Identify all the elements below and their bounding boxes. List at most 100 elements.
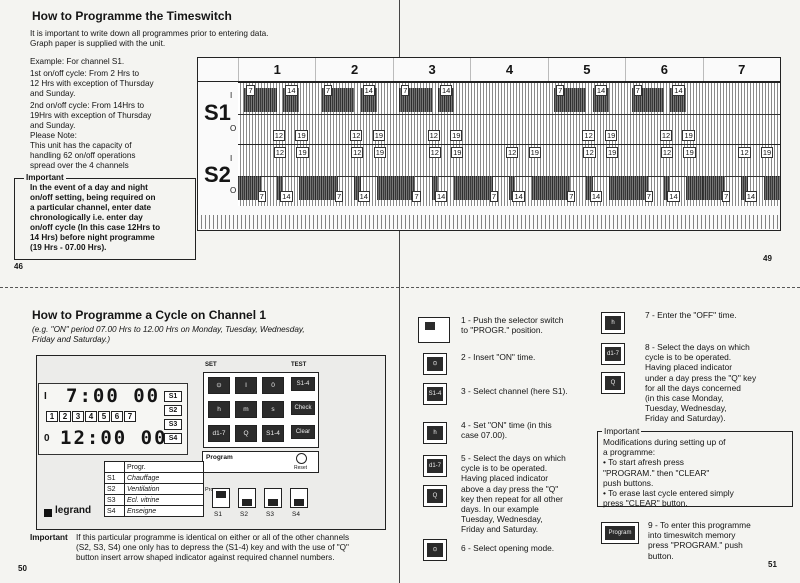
day-digits: 1 2 3 4 5 6 7 — [46, 411, 136, 422]
s1-off-mark: 19 — [605, 130, 618, 141]
step-1: 1 - Push the selector switch to "PROGR."… — [461, 315, 593, 335]
step-text: above a day press the "Q" — [461, 483, 559, 494]
selector-switch[interactable] — [264, 488, 282, 508]
schedule-block — [531, 176, 548, 200]
footnote-text: If this particular programme is identica… — [76, 533, 398, 563]
test-label: TEST — [291, 362, 307, 368]
off-time-display: 12:00 00 — [60, 427, 168, 449]
step-text: for all the days concerned — [645, 382, 741, 393]
important2-line: a programme: — [603, 447, 656, 458]
prog-channel: S2 — [104, 483, 125, 495]
s2-off-mark: 7 — [257, 191, 266, 202]
schedule-block — [238, 176, 261, 200]
example-text: Example: For channel S1. 1st on/off cycl… — [30, 57, 195, 171]
s2-on-mark: 12 — [273, 147, 287, 158]
step-text: Having placed indicator — [645, 362, 733, 373]
step-5: 5 - Select the days on which cycle is to… — [461, 453, 595, 535]
day-digit: 5 — [98, 411, 110, 422]
schedule-block — [315, 176, 338, 200]
schedule-block — [702, 176, 726, 200]
s2-on-mark: 19 — [606, 147, 619, 158]
prog-channel: S4 — [104, 505, 125, 517]
s2-on-mark: 12 — [660, 147, 674, 158]
channel-label: S1 — [204, 100, 231, 125]
step-text: Friday and Saturday. — [461, 524, 539, 535]
important-heading: Important — [24, 173, 66, 183]
schedule-block — [609, 176, 626, 200]
s2-off-mark: 14 — [280, 191, 293, 202]
section-divider — [0, 287, 800, 288]
reset-button[interactable] — [296, 453, 307, 464]
minute-key[interactable]: m — [235, 401, 257, 418]
switch-label: S1 — [214, 511, 222, 518]
important-line: In the event of a day and night — [30, 183, 148, 192]
selector-switch[interactable] — [238, 488, 256, 508]
schedule-block — [470, 176, 493, 200]
switch-label: S4 — [292, 511, 300, 518]
test-channel-key[interactable]: S1-4 — [291, 377, 315, 391]
schedule-block — [686, 176, 703, 200]
hour-key[interactable]: h — [208, 401, 230, 418]
s2-off-mark: 14 — [744, 191, 758, 202]
on-symbol: I — [44, 391, 47, 402]
clear-key[interactable]: Clear — [291, 425, 315, 439]
program-label: Program — [206, 454, 233, 461]
s1-off-mark: 12 — [272, 130, 286, 141]
channel-label: S2 — [204, 162, 231, 187]
important2-heading: Important — [602, 426, 642, 437]
s2-off-mark: 7 — [335, 191, 344, 202]
top-title: How to Programme the Timeswitch — [32, 9, 232, 23]
s1-on-mark: 14 — [440, 85, 453, 96]
page-number: 46 — [14, 262, 23, 271]
important-box-2 — [597, 431, 793, 507]
s2-off-mark: 14 — [589, 191, 603, 202]
selector-switch[interactable] — [212, 488, 230, 508]
step-text: - Set "ON" time (in this — [468, 420, 552, 430]
on-key[interactable]: I — [235, 377, 257, 394]
day-label: 1 — [238, 58, 315, 81]
s2-on-mark: 19 — [760, 147, 774, 158]
schedule-block — [431, 176, 438, 200]
day-key-icon: d1-7 — [423, 455, 447, 477]
schedule-block — [509, 176, 516, 200]
s2-on-mark: 19 — [683, 147, 696, 158]
important2-line: • To start afresh press — [603, 457, 684, 468]
important-box — [14, 178, 196, 260]
s2-on-mark: 19 — [451, 147, 464, 158]
s2-on-mark: 12 — [738, 147, 751, 158]
important2-text: Modifications during setting up of a pro… — [603, 437, 791, 508]
step-text: - Enter the "OFF" time. — [652, 310, 737, 320]
s2-on-mark: 12 — [583, 147, 596, 158]
cycle-line: 12 Hrs with exception of Thursday — [30, 79, 154, 88]
important-line: chronologically i.e. enter day — [30, 213, 143, 222]
step-text: to "PROGR." position. — [461, 325, 543, 336]
day-key[interactable]: d1-7 — [208, 425, 230, 442]
cycle-line: 1st on/off cycle: From 2 Hrs to — [30, 69, 140, 78]
important-line: on/off setting, being required on — [30, 193, 156, 202]
clock-key[interactable]: ⊙ — [208, 377, 230, 394]
selector-switch[interactable] — [290, 488, 308, 508]
s1-off-mark: 12 — [427, 130, 440, 141]
schedule-block — [625, 176, 648, 200]
s2-off-mark: 7 — [412, 191, 421, 202]
channel-indicator: S1 — [164, 391, 182, 402]
q-key[interactable]: Q — [235, 425, 257, 442]
channel-key[interactable]: S1-4 — [262, 425, 284, 442]
prog-channel: S3 — [104, 494, 125, 506]
step-text: - Select the days on which — [468, 453, 566, 463]
day-key-icon: d1-7 — [601, 343, 625, 365]
schedule-block — [354, 176, 361, 200]
step-number: 7 — [645, 310, 650, 320]
step-text: Tuesday, Wednesday, — [461, 514, 543, 525]
s1-on-mark: 7 — [556, 85, 565, 96]
step-9: 9 - To enter this programme into timeswi… — [648, 520, 790, 561]
intro-line: Graph paper is supplied with the unit. — [30, 39, 166, 48]
step-text: - Select channel (here S1). — [468, 386, 568, 396]
off-key[interactable]: 0 — [262, 377, 284, 394]
check-key[interactable]: Check — [291, 401, 315, 415]
time-scale — [197, 215, 781, 229]
day-digit: 6 — [111, 411, 123, 422]
s1-off-mark: 19 — [682, 130, 695, 141]
second-key[interactable]: s — [262, 401, 284, 418]
